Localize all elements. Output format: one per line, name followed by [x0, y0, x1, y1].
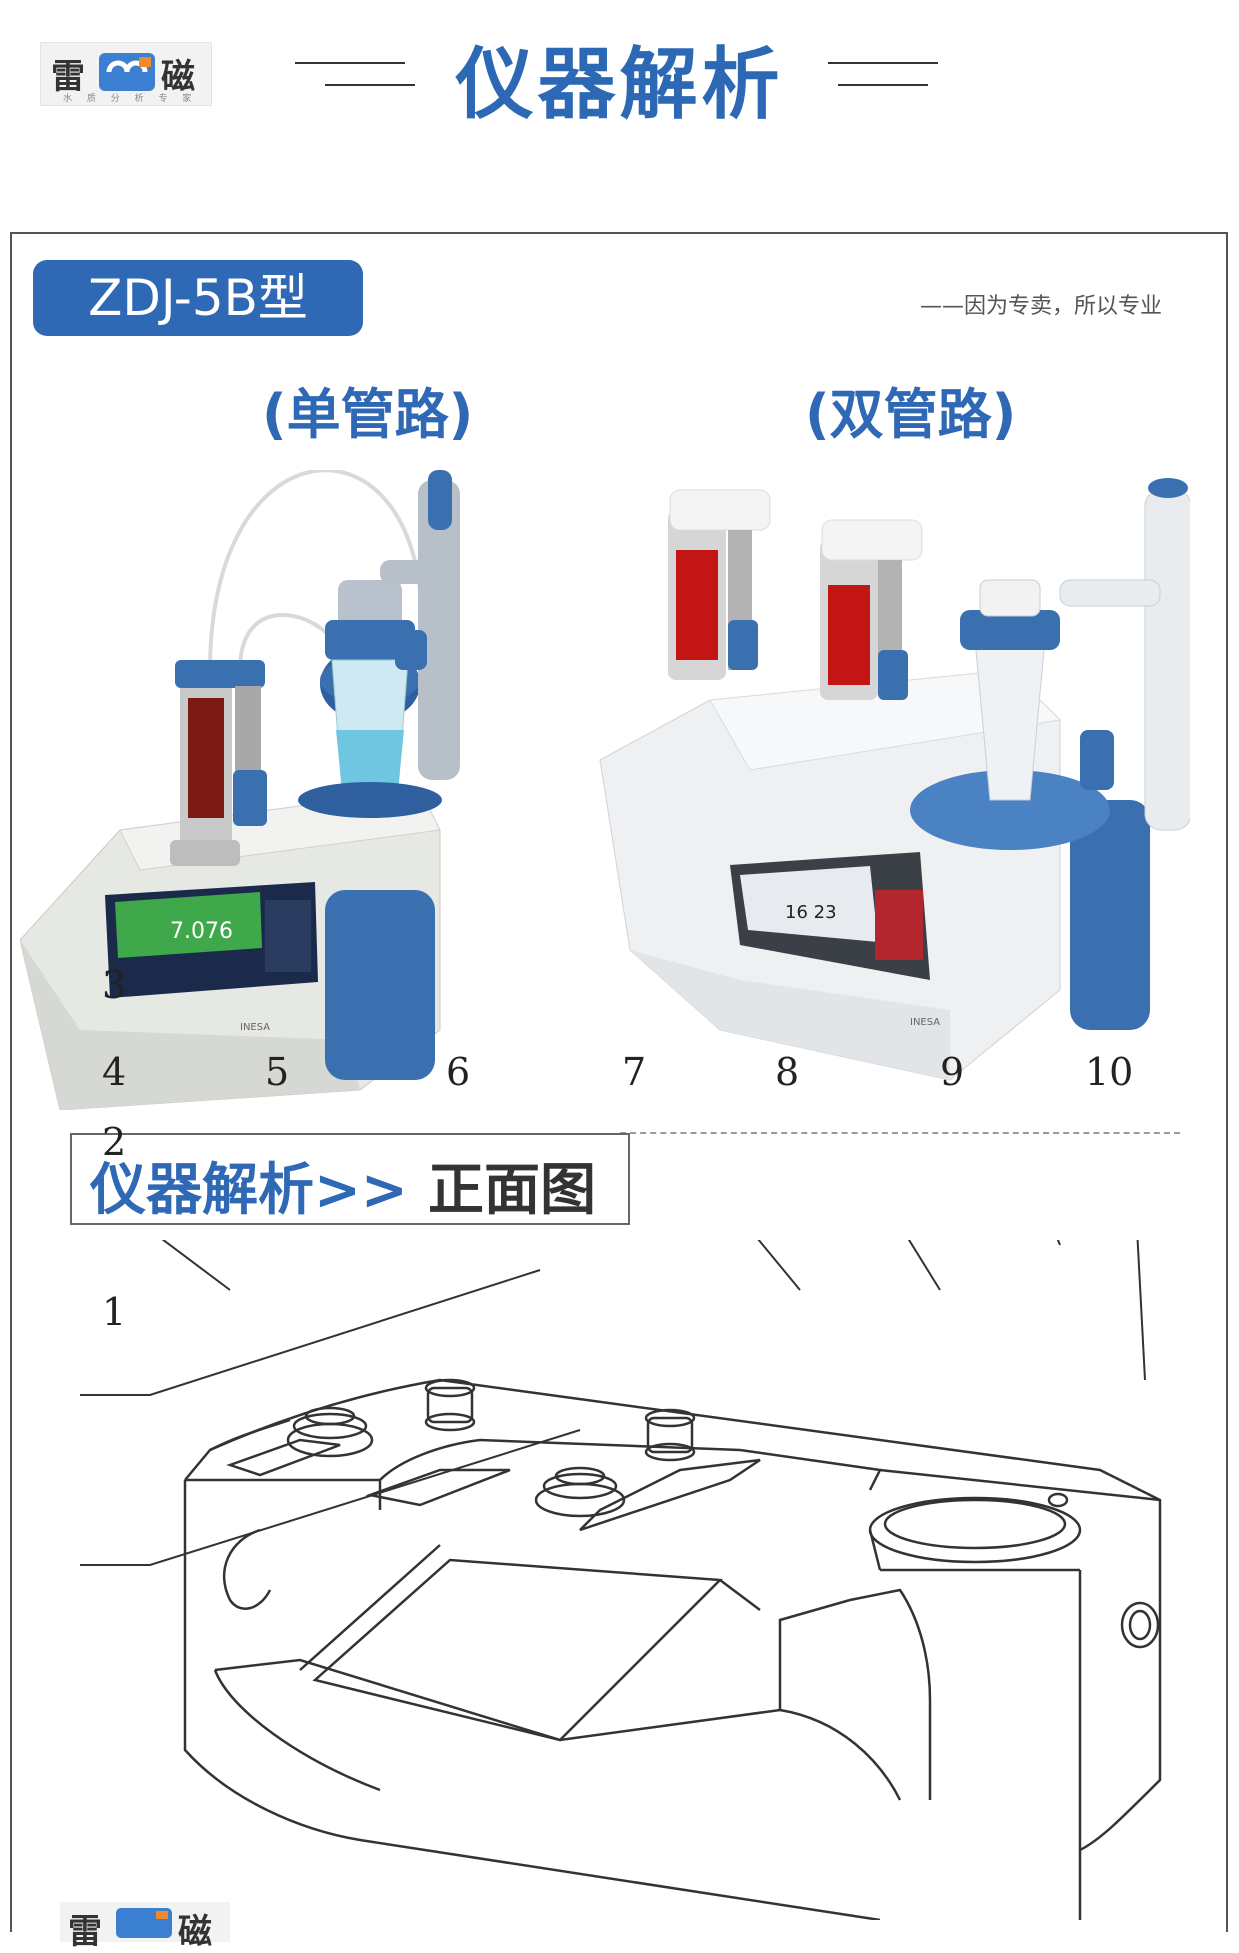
logo-text-right: 磁 [161, 57, 195, 97]
callout-number: 4 [102, 1050, 127, 1094]
header-line-left-2 [325, 84, 415, 86]
slogan: ——因为专卖，所以专业 [920, 294, 1163, 319]
callout-number: 3 [102, 963, 127, 1007]
callout-number: 8 [775, 1050, 800, 1094]
knob-6 [644, 1408, 696, 1462]
section-divider [620, 1132, 1180, 1134]
tubing-line [208, 470, 422, 671]
footer-logo-text-left: 雷 [68, 1912, 102, 1952]
screen-reading-single: 7.076 [170, 919, 233, 944]
footer-logo-text-right: 磁 [178, 1912, 212, 1952]
callout-number: 1 [102, 1290, 127, 1334]
brand-logo: 雷 磁 水 质 分 析 专 家 [40, 42, 212, 106]
footer-logo: 雷 磁 [60, 1902, 230, 1952]
callout-number: 2 [102, 1120, 127, 1164]
section-prefix: 仪器解析>> [90, 1158, 408, 1223]
page-title: 仪器解析 [455, 40, 784, 130]
callout-number: 6 [446, 1050, 471, 1094]
callout-number: 7 [622, 1050, 647, 1094]
brand-mark-single: INESA [240, 1022, 270, 1033]
callout-number: 10 [1085, 1050, 1134, 1094]
knob-2 [534, 1466, 626, 1518]
header-line-right-1 [828, 62, 938, 64]
content-frame [10, 232, 1228, 1932]
brand-mark-double: INESA [910, 1017, 940, 1028]
front-view-diagram [80, 1240, 1162, 1920]
screen-reading-double: 16 23 [785, 902, 837, 923]
header-line-right-2 [838, 84, 928, 86]
logo-subtitle: 水 质 分 析 专 家 [63, 94, 198, 104]
header-line-left-1 [295, 62, 405, 64]
model-badge: ZDJ-5B型 [33, 260, 363, 336]
callout-number: 9 [940, 1050, 965, 1094]
instrument-double-image: 16 23 INESA [599, 478, 1190, 1081]
section-title-box: 仪器解析>> 正面图 [70, 1133, 630, 1225]
footer-logo-emblem-icon [116, 1908, 172, 1938]
logo-emblem-icon [99, 53, 155, 91]
variant-single-label: (单管路) [262, 383, 474, 446]
knob-4 [286, 1406, 374, 1458]
callout-number: 5 [265, 1050, 290, 1094]
variant-double-label: (双管路) [805, 383, 1017, 446]
logo-text-left: 雷 [51, 57, 85, 97]
section-title: 正面图 [428, 1158, 596, 1223]
callout-lines [80, 1240, 1146, 1566]
instrument-single-image: 7.076 INESA [20, 470, 460, 1110]
knob-5 [424, 1378, 476, 1432]
